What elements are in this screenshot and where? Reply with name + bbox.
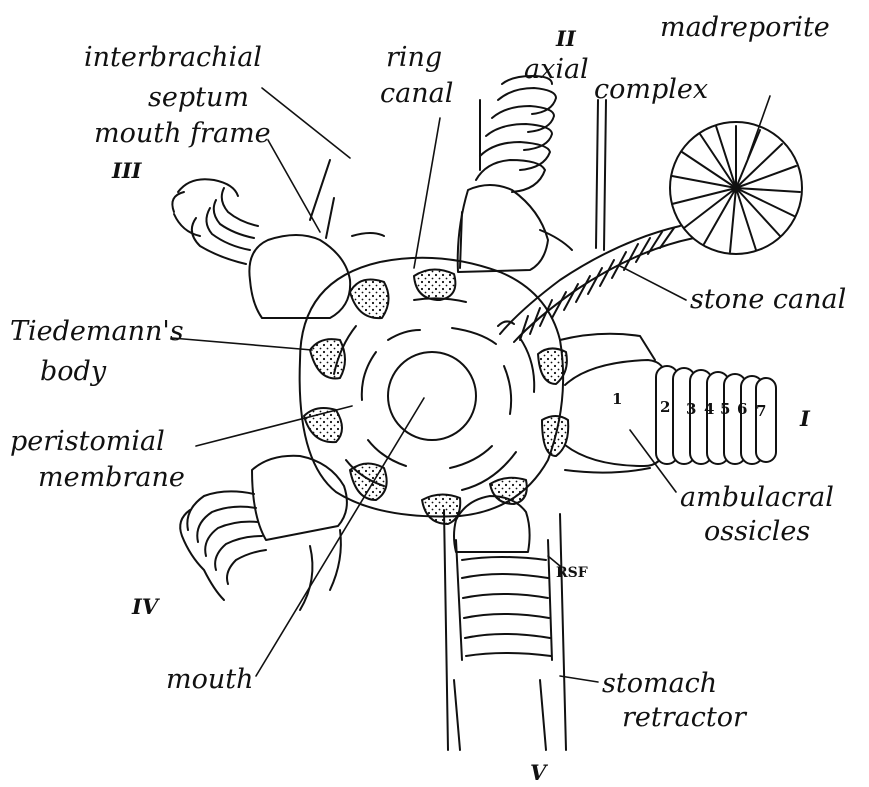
label-ambulacral-line1: ambulacral [680,484,834,511]
label-peristomial-line1: peristomial [10,428,165,455]
label-ambulacral-line2: ossicles [704,518,810,545]
arm-IV [180,456,347,610]
ossicle-number-6: 6 [737,402,747,417]
label-axial-line2: complex [594,76,708,103]
ossicle-number-3: 3 [686,402,696,417]
label-stone-canal: stone canal [690,286,846,313]
label-interbrachial-line2: septum [148,84,249,111]
label-stomach-line1: stomach [602,670,717,697]
label-ring-line1: ring [386,44,442,71]
stone-canal-group [498,100,694,342]
ossicle-number-5: 5 [720,402,730,417]
label-mouth-frame: mouth frame [94,120,271,147]
label-stomach-line2: retractor [622,704,746,731]
label-tiedemann-line1: Tiedemann's [10,318,184,345]
ossicle-number-1: 1 [612,392,622,407]
label-axial-line1: axial [524,56,589,83]
arm-numeral-II: II [556,28,576,49]
madreporite-plate [670,122,802,254]
label-ring-line2: canal [380,80,453,107]
label-madreporite: madreporite [660,14,830,41]
arm-numeral-IV: IV [132,596,158,617]
arm-numeral-III: III [112,160,141,181]
arm-numeral-V: V [530,762,546,783]
label-peristomial-line2: membrane [38,464,185,491]
label-interbrachial-line1: interbrachial [84,44,262,71]
ossicle-number-2: 2 [660,400,670,415]
arm-numeral-I: I [800,408,810,429]
label-rsf: RSF [556,566,588,580]
label-tiedemann-line2: body [40,358,106,385]
ossicle-number-7: 7 [756,404,766,419]
arm-V [444,496,566,750]
ossicle-number-4: 4 [704,402,714,417]
label-mouth: mouth [166,666,254,693]
arm-II [458,76,572,272]
